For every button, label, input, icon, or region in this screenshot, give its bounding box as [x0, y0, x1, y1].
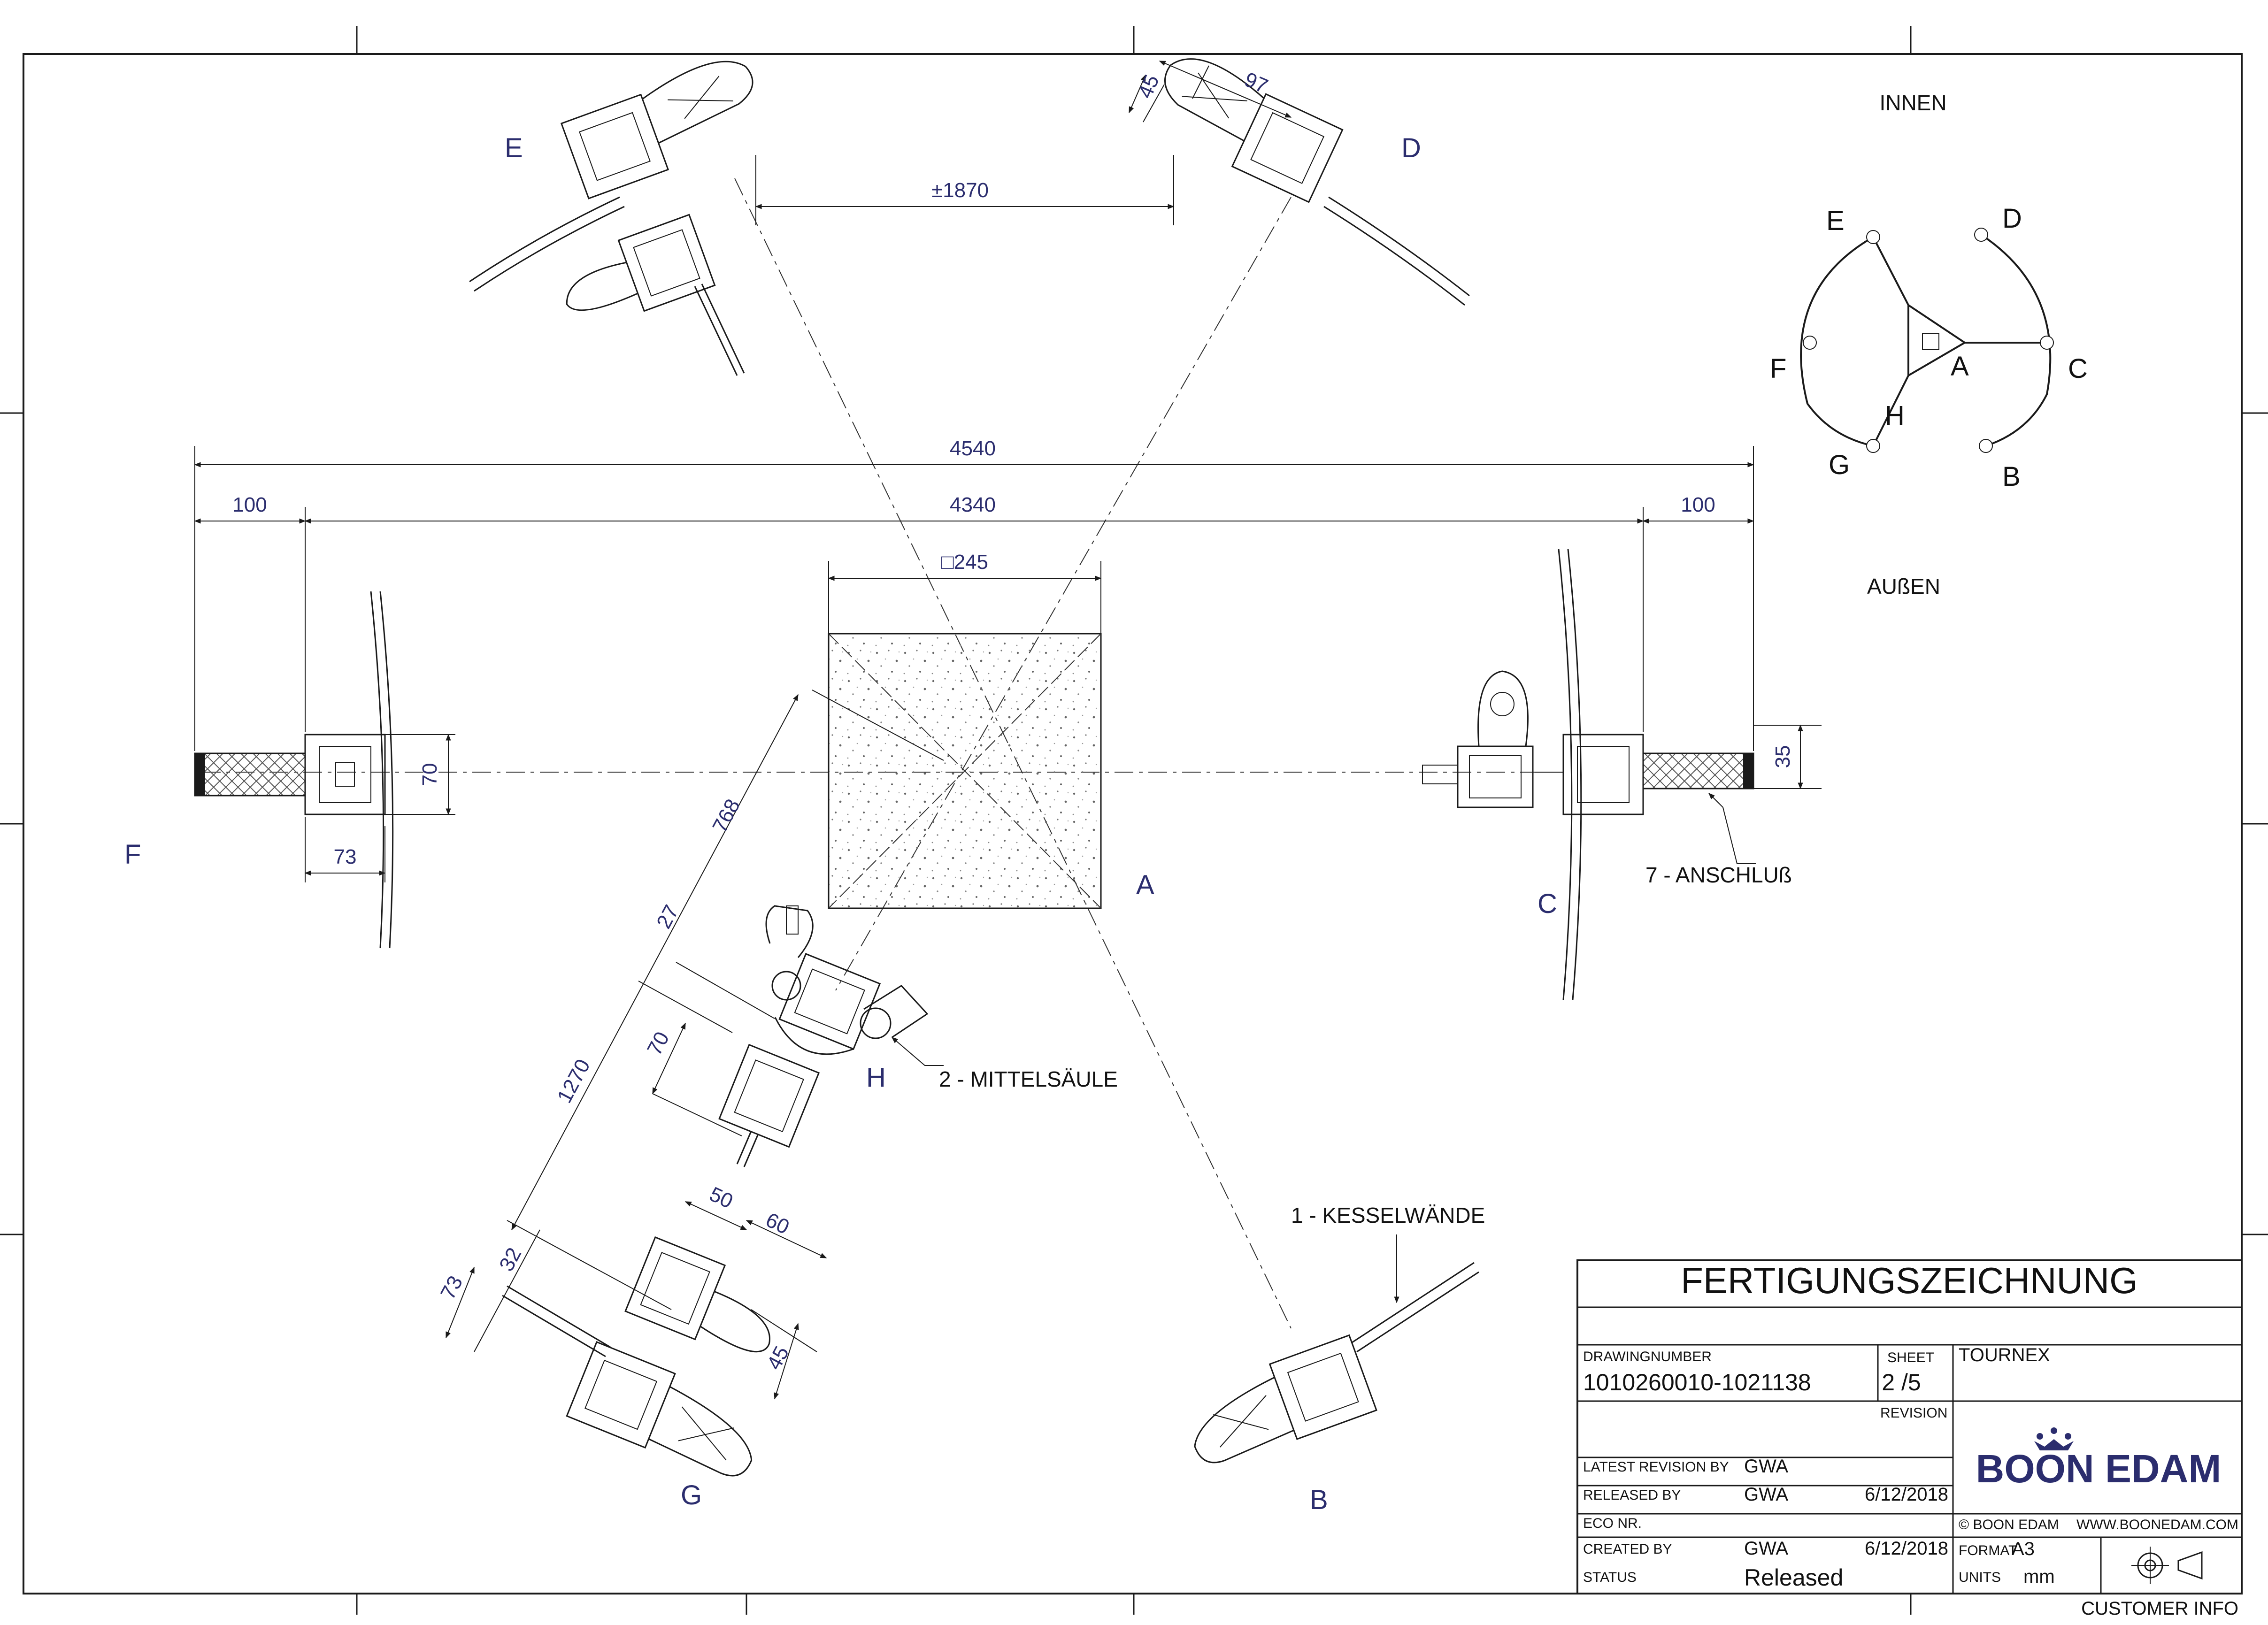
- released-date-value: 6/12/2018: [1865, 1484, 1948, 1505]
- label-c: C: [1538, 889, 1557, 919]
- callout-anschluss: 7 - ANSCHLUß: [1645, 863, 1792, 887]
- dim-60-label: 60: [762, 1208, 793, 1239]
- overview-inset: INNEN AUßEN E D F A C H G B: [1770, 91, 2088, 598]
- dimension-1870: ±1870: [755, 155, 1175, 225]
- drawingnumber-value: 1010260010-1021138: [1583, 1369, 1811, 1395]
- label-b: B: [1310, 1485, 1328, 1515]
- latest-revision-label: LATEST REVISION BY: [1583, 1459, 1729, 1475]
- website-text: WWW.BOONEDAM.COM: [2076, 1517, 2238, 1533]
- title-block: FERTIGUNGSZEICHNUNG DRAWINGNUMBER 101026…: [1576, 1259, 2243, 1619]
- inset-label-f: F: [1770, 353, 1786, 384]
- inset-label-d: D: [2002, 203, 2022, 234]
- units-label: UNITS: [1959, 1570, 2001, 1585]
- title-block-title: FERTIGUNGSZEICHNUNG: [1681, 1260, 2138, 1301]
- inset-label-a: A: [1951, 351, 1969, 382]
- dim-73-f-label: 73: [334, 845, 357, 868]
- label-d: D: [1401, 133, 1421, 163]
- dim-1270-label: 1270: [553, 1055, 595, 1106]
- callout-kesselwaende: 1 - KESSELWÄNDE: [1291, 1203, 1485, 1227]
- overall-dimensions: 4540 4340 100 100: [194, 437, 1754, 751]
- inset-label-e: E: [1826, 206, 1845, 236]
- dim-32-label: 32: [495, 1244, 526, 1275]
- units-value: mm: [2023, 1566, 2055, 1587]
- assembly-g: 768 27 70 1270 32 73 50 60 45: [436, 694, 827, 1477]
- released-by-label: RELEASED BY: [1583, 1487, 1681, 1503]
- inset-label-h: H: [1885, 400, 1905, 431]
- label-e: E: [505, 133, 523, 163]
- dim-35-c-label: 35: [1771, 745, 1794, 768]
- latest-revision-value: GWA: [1744, 1456, 1788, 1477]
- label-g: G: [681, 1480, 702, 1510]
- dim-45-d-label: 45: [1134, 71, 1164, 101]
- created-by-value: GWA: [1744, 1538, 1788, 1559]
- drawingnumber-label: DRAWINGNUMBER: [1583, 1349, 1712, 1364]
- released-by-value: GWA: [1744, 1484, 1788, 1505]
- dim-4340-label: 4340: [950, 493, 996, 516]
- assembly-c: 35 7 - ANSCHLUß: [1422, 549, 1822, 1000]
- label-a: A: [1136, 870, 1154, 900]
- dim-97-d-label: 97: [1241, 68, 1271, 98]
- status-value: Released: [1744, 1564, 1843, 1591]
- assembly-h: 2 - MITTELSÄULE: [765, 905, 1118, 1091]
- dimension-245: □245: [828, 551, 1102, 634]
- callout-mittelsaeule: 2 - MITTELSÄULE: [939, 1067, 1118, 1091]
- format-label: FORMAT: [1959, 1543, 2017, 1558]
- label-aussen: AUßEN: [1867, 574, 1940, 598]
- dim-70-f-label: 70: [418, 763, 441, 786]
- dim-73-g-label: 73: [436, 1272, 467, 1303]
- assembly-d: 97 45: [1129, 58, 1470, 306]
- dim-100-right-label: 100: [1681, 493, 1715, 516]
- pillar-a: [812, 633, 1102, 909]
- label-h: H: [866, 1062, 886, 1093]
- assembly-b: 1 - KESSELWÄNDE: [1194, 1203, 1485, 1464]
- projection-symbol-icon: [2131, 1547, 2203, 1584]
- sheet-value: 2 /5: [1882, 1369, 1921, 1395]
- assembly-f: 70 73: [194, 591, 455, 949]
- dim-768-label: 768: [708, 795, 745, 836]
- sheet-frame: [0, 26, 2268, 1615]
- product-value: TOURNEX: [1959, 1345, 2050, 1365]
- created-by-label: CREATED BY: [1583, 1541, 1672, 1557]
- copyright-text: © BOON EDAM: [1959, 1517, 2059, 1533]
- assembly-e: [469, 61, 753, 376]
- dim-245-label: □245: [941, 551, 988, 574]
- inset-label-g: G: [1829, 450, 1850, 480]
- dim-1870-label: ±1870: [931, 179, 989, 202]
- status-label: STATUS: [1583, 1570, 1637, 1585]
- inset-label-c: C: [2068, 353, 2088, 384]
- eco-label: ECO NR.: [1583, 1516, 1642, 1531]
- created-date-value: 6/12/2018: [1865, 1538, 1948, 1559]
- dim-50-label: 50: [706, 1182, 737, 1213]
- format-value: A3: [2012, 1539, 2035, 1559]
- logo-text: BOON EDAM: [1976, 1447, 2222, 1491]
- inset-label-b: B: [2002, 461, 2021, 492]
- dim-4540-label: 4540: [950, 437, 996, 460]
- crown-icon: [2034, 1427, 2074, 1450]
- dim-70-g-label: 70: [643, 1028, 674, 1059]
- dim-27-label: 27: [652, 901, 683, 932]
- position-labels: A B C D E F G H: [124, 133, 1557, 1515]
- sheet-label: SHEET: [1887, 1350, 1934, 1365]
- dim-100-left-label: 100: [232, 493, 267, 516]
- revision-label: REVISION: [1880, 1405, 1947, 1421]
- customer-info-text: CUSTOMER INFO: [2081, 1598, 2238, 1619]
- label-f: F: [124, 839, 141, 870]
- label-innen: INNEN: [1879, 91, 1946, 115]
